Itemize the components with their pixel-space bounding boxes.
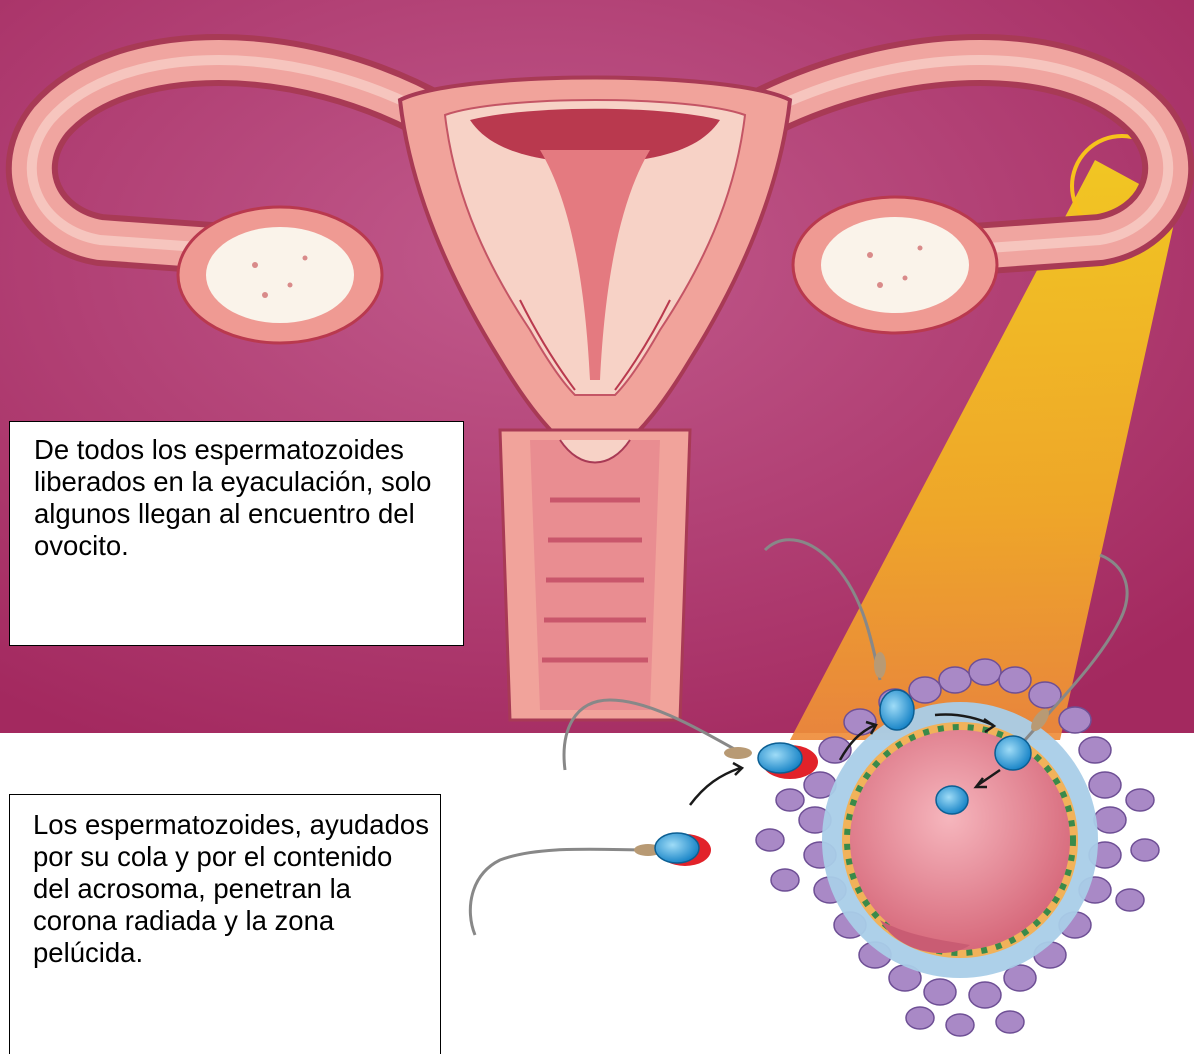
sperm-nucleus-inside [936, 786, 968, 814]
caption-bottom-text: Los espermatozoides, ayudados por su col… [33, 809, 429, 968]
ovary-left [178, 207, 382, 343]
vagina [500, 430, 690, 720]
caption-top: De todos los espermatozoides liberados e… [9, 421, 464, 646]
caption-bottom: Los espermatozoides, ayudados por su col… [9, 794, 441, 1054]
sperm-2 [470, 833, 711, 935]
caption-top-text: De todos los espermatozoides liberados e… [34, 434, 431, 561]
oocyte-cell [850, 730, 1070, 950]
ovary-right [793, 197, 997, 333]
